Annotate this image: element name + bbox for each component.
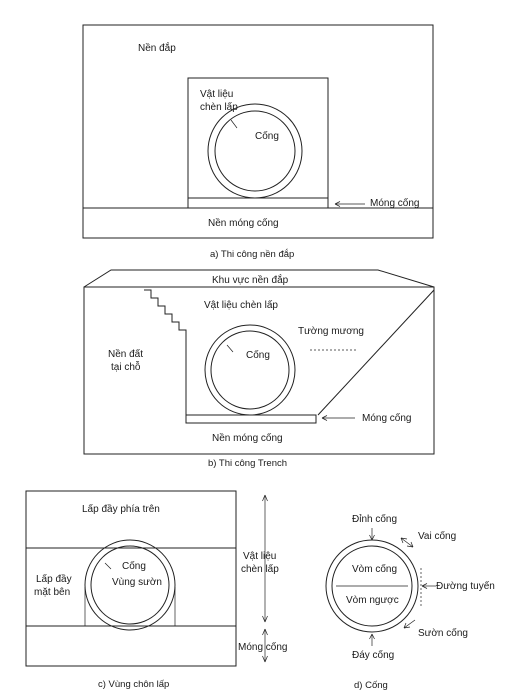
panel-c-burial-zones: Lấp đầy phía trên Cống Vùng sườn Lấp đầy…	[25, 490, 287, 690]
panel-d-pipe-inner	[331, 545, 413, 627]
panel-d-pipe-anatomy: Đỉnh cống Vai cống Vòm cống Đường tuyến …	[325, 513, 495, 691]
panel-a-embankment: Nền đắp Vật liệu chèn lấp Cống Móng cống…	[82, 24, 434, 260]
panel-d-crown-label: Đỉnh cống	[352, 513, 397, 525]
panel-c-bedding-label: Móng cống	[238, 641, 287, 653]
panel-c-frame	[25, 490, 237, 667]
panel-a-pipe-pointer	[230, 119, 238, 129]
panel-b-foundation-label: Nền móng cống	[212, 432, 283, 444]
panel-b-sloped-wall	[317, 289, 435, 416]
panel-b-bedding	[185, 414, 317, 424]
panel-b-backfill-label: Vật liệu chèn lấp	[204, 299, 278, 311]
panel-c-caption: c) Vùng chôn lấp	[98, 679, 169, 690]
panel-c-top-fill-label: Lấp đầy phía trên	[82, 503, 160, 515]
panel-c-haunch-label: Vùng sườn	[112, 577, 162, 588]
panel-a-pipe-inner	[214, 110, 296, 192]
panel-c-backfill-label-2: chèn lấp	[241, 563, 279, 575]
panel-d-shoulder-arrow	[400, 537, 414, 548]
panel-a-pipe-outer	[207, 103, 303, 199]
panel-c-pipe-outer	[84, 539, 176, 631]
panel-a-caption: a) Thi công nền đắp	[210, 249, 294, 260]
panel-b-native-label-2: tại chỗ	[111, 360, 141, 373]
panel-a-bedding-arrowhead	[334, 201, 341, 207]
panel-c-backfill-arrowheads	[262, 494, 268, 623]
panel-d-invert-arch-label: Vòm ngược	[346, 595, 399, 606]
panel-b-pipe-pointer	[226, 344, 234, 353]
panel-d-springline-label: Đường tuyến	[436, 580, 495, 592]
panel-d-haunch-label: Sườn cống	[418, 627, 468, 639]
panel-c-pipe-label: Cống	[122, 560, 146, 572]
panel-b-bedding-label: Móng cống	[362, 412, 411, 424]
panel-c-pipe-pointer	[104, 562, 112, 570]
panel-a-backfill-label-2: chèn lấp	[200, 101, 238, 113]
panel-a-frame	[82, 24, 434, 239]
panel-d-invert-arrowhead	[369, 633, 375, 640]
panel-d-haunch-arrow	[403, 619, 416, 629]
panel-c-side-fill-label-2: mặt bên	[34, 587, 70, 598]
panel-b-trench: Khu vực nền đắp Vật liệu chèn lấp Tường …	[83, 269, 435, 469]
panel-a-backfill-label-1: Vật liệu	[200, 89, 233, 100]
panel-c-side-fill-label-1: Lấp đầy	[36, 573, 72, 585]
panel-d-shoulder-arrowheads	[400, 537, 414, 548]
panel-d-haunch-arrowhead	[403, 622, 411, 629]
panel-b-frame	[83, 286, 435, 455]
panel-d-arch-label: Vòm cống	[352, 563, 397, 575]
panel-a-bedding-label: Móng cống	[370, 197, 419, 209]
panel-b-trench-wall-label: Tường mương	[298, 326, 364, 337]
panel-b-pipe-outer	[204, 324, 296, 416]
panel-c-pipe-inner	[90, 545, 170, 625]
panel-d-invert-label: Đáy cống	[352, 649, 394, 661]
panel-b-native-label-1: Nền đất	[108, 348, 143, 360]
panel-a-pipe-label: Cống	[255, 130, 279, 142]
panel-b-fill-zone-label: Khu vực nền đắp	[212, 273, 289, 286]
panel-a-foundation-label: Nền móng cống	[208, 217, 279, 229]
panel-d-crown-arrowhead	[369, 534, 375, 541]
panel-c-backfill-label-1: Vật liệu	[243, 551, 276, 562]
panel-b-pipe-label: Cống	[246, 349, 270, 361]
panel-b-fill-outline	[83, 269, 435, 288]
panel-d-shoulder-label: Vai cống	[418, 530, 456, 542]
panel-a-backfill-box	[187, 77, 329, 209]
panel-c-bedding-arrowheads	[262, 628, 268, 663]
panel-d-caption: d) Cống	[354, 680, 388, 691]
panel-b-stepped-wall	[144, 289, 187, 415]
panel-b-caption: b) Thi công Trench	[208, 458, 287, 469]
panel-b-bedding-arrowhead	[321, 415, 328, 421]
panel-b-pipe-inner	[210, 330, 290, 410]
panel-d-springline-arrowhead	[421, 583, 428, 589]
panel-a-embankment-label: Nền đắp	[138, 41, 176, 54]
